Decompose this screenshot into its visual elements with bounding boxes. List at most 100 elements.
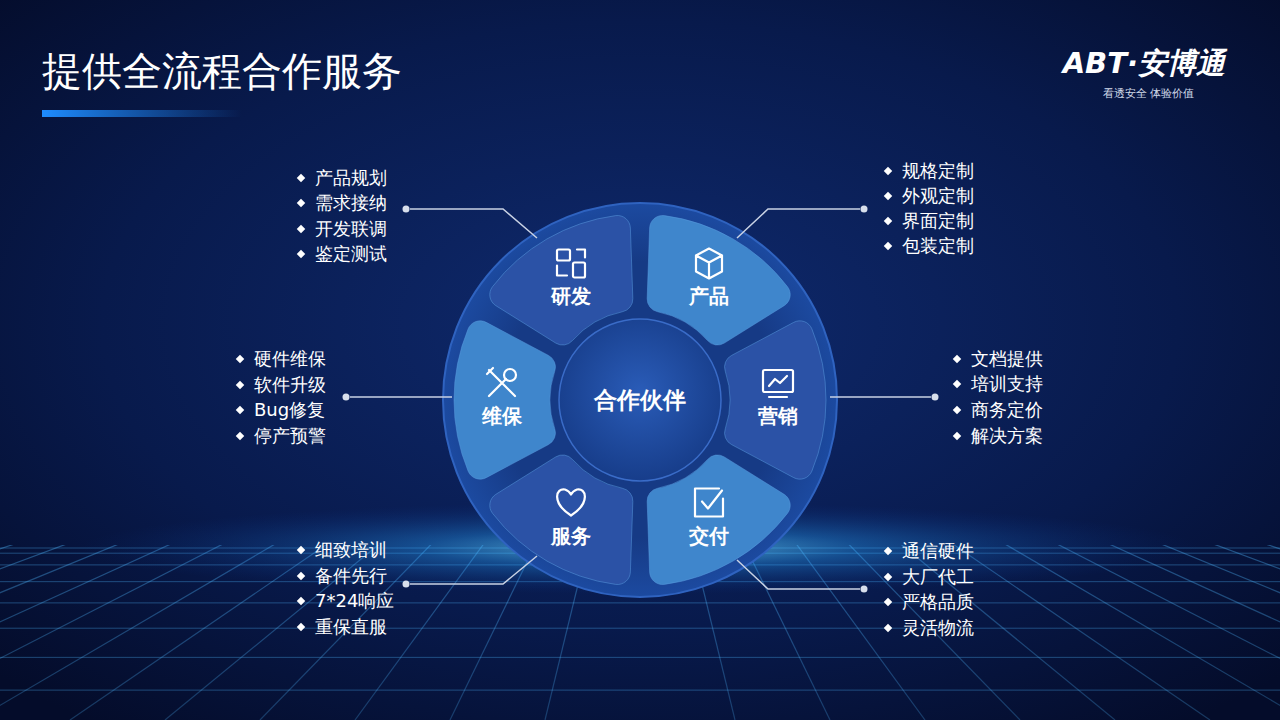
bullet-item: 培训支持 bbox=[971, 372, 1043, 396]
segment-fill bbox=[490, 455, 633, 585]
bullet-marker bbox=[297, 597, 305, 605]
bullet-marker bbox=[236, 432, 244, 440]
segment-label: 交付 bbox=[689, 522, 729, 549]
bullet-marker bbox=[236, 355, 244, 363]
bullet-marker bbox=[953, 355, 961, 363]
segment-label: 服务 bbox=[551, 522, 591, 549]
segment-fill bbox=[454, 321, 555, 479]
leader-line bbox=[737, 560, 860, 589]
segment-fill bbox=[725, 321, 826, 479]
ring-segment: 营销 bbox=[717, 310, 828, 489]
leader-dot bbox=[861, 206, 868, 213]
bullet-item: 外观定制 bbox=[902, 184, 974, 208]
circle-fill bbox=[559, 319, 721, 481]
segment-shape bbox=[641, 445, 800, 588]
grid-line bbox=[0, 690, 1280, 691]
bullet-item: 解决方案 bbox=[971, 424, 1043, 448]
logo-slogan: 看透安全 体验价值 bbox=[1103, 86, 1195, 101]
bullet-item: 鉴定测试 bbox=[315, 242, 387, 266]
bullet-marker bbox=[884, 217, 892, 225]
grid-line bbox=[0, 602, 1280, 603]
leader-dot bbox=[861, 586, 868, 593]
bullet-item: 7*24响应 bbox=[315, 589, 394, 613]
ring-segment: 服务 bbox=[480, 445, 639, 588]
segment-label: 维保 bbox=[482, 403, 522, 430]
leader-dots bbox=[343, 206, 939, 593]
leader-dot bbox=[403, 581, 410, 588]
page-title: 提供全流程合作服务 bbox=[42, 44, 402, 99]
title-bar bbox=[42, 110, 242, 117]
bullet-item: 重保直服 bbox=[315, 615, 387, 639]
grid-line bbox=[0, 657, 1280, 658]
bullet-item: 商务定价 bbox=[971, 398, 1043, 422]
segment-icon bbox=[696, 248, 722, 278]
bullet-item: 停产预警 bbox=[254, 424, 326, 448]
segment-fill bbox=[647, 455, 790, 585]
bullet-marker bbox=[884, 573, 892, 581]
bullet-marker bbox=[884, 598, 892, 606]
ring-segment: 交付 bbox=[641, 445, 800, 588]
bullet-item: 开发联调 bbox=[315, 217, 387, 241]
segment-label: 产品 bbox=[689, 283, 729, 310]
ring-disc bbox=[443, 203, 837, 597]
leader-line bbox=[410, 209, 537, 238]
bullet-marker bbox=[884, 167, 892, 175]
segment-shape bbox=[717, 310, 828, 489]
center-label: 合作伙伴 bbox=[594, 385, 686, 416]
bullet-marker bbox=[884, 547, 892, 555]
bullet-item: 灵活物流 bbox=[902, 616, 974, 640]
logo-text: ABT·安博通 bbox=[1063, 44, 1225, 84]
segment-shape bbox=[452, 310, 563, 489]
bullet-item: 备件先行 bbox=[315, 564, 387, 588]
leader-dot bbox=[343, 394, 350, 401]
segment-icon bbox=[763, 370, 793, 397]
bullet-item: 需求接纳 bbox=[315, 191, 387, 215]
bullet-marker bbox=[297, 572, 305, 580]
segment-icon bbox=[487, 368, 516, 396]
ring-segment: 维保 bbox=[452, 310, 563, 489]
bullet-marker bbox=[236, 381, 244, 389]
leader-line bbox=[737, 209, 860, 238]
leader-line bbox=[350, 396, 452, 398]
bullet-marker bbox=[297, 623, 305, 631]
leader-dot bbox=[932, 394, 939, 401]
bullet-marker bbox=[953, 380, 961, 388]
bullet-item: 严格品质 bbox=[902, 590, 974, 614]
leader-dot bbox=[403, 206, 410, 213]
bullet-item: 软件升级 bbox=[254, 373, 326, 397]
bullet-marker bbox=[297, 250, 305, 258]
center-circle: 合作伙伴 bbox=[558, 318, 722, 482]
bullet-marker bbox=[297, 546, 305, 554]
bullet-marker bbox=[953, 432, 961, 440]
bullet-marker bbox=[297, 174, 305, 182]
bullet-item: 大厂代工 bbox=[902, 565, 974, 589]
bullet-marker bbox=[884, 242, 892, 250]
bullet-item: 包装定制 bbox=[902, 234, 974, 258]
bullet-marker bbox=[297, 199, 305, 207]
segment-shape bbox=[480, 445, 639, 588]
grid-line bbox=[0, 628, 1280, 629]
segment-label: 营销 bbox=[758, 403, 798, 430]
bullet-marker bbox=[884, 192, 892, 200]
segment-icon bbox=[557, 249, 585, 277]
bullet-item: 硬件维保 bbox=[254, 347, 326, 371]
bullet-item: 规格定制 bbox=[902, 159, 974, 183]
bullet-item: 文档提供 bbox=[971, 347, 1043, 371]
segment-label: 研发 bbox=[551, 283, 591, 310]
leader-line bbox=[410, 556, 537, 584]
bullet-item: 细致培训 bbox=[315, 538, 387, 562]
bullet-marker bbox=[297, 225, 305, 233]
bullet-item: 产品规划 bbox=[315, 166, 387, 190]
bullet-item: Bug修复 bbox=[254, 398, 325, 422]
bullet-marker bbox=[953, 406, 961, 414]
bullet-marker bbox=[236, 406, 244, 414]
bullet-marker bbox=[884, 624, 892, 632]
bullet-item: 通信硬件 bbox=[902, 539, 974, 563]
leader-lines bbox=[350, 209, 931, 589]
leader-line bbox=[830, 396, 931, 398]
bullet-item: 界面定制 bbox=[902, 209, 974, 233]
segment-icon bbox=[695, 489, 723, 517]
